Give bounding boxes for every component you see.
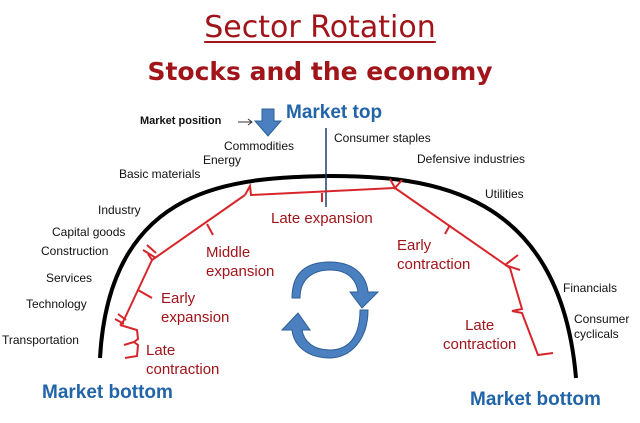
phase-late-contraction-right: Late contraction: [443, 316, 516, 354]
diagram-title: Sector Rotation: [204, 10, 436, 45]
phase-line: Middle: [206, 244, 251, 261]
phase-line: contraction: [443, 336, 517, 353]
phase-early-contraction: Early contraction: [397, 236, 470, 274]
sector-defensive-industries: Defensive industries: [417, 152, 526, 166]
sector-financials: Financials: [563, 281, 618, 295]
sector-industry: Industry: [98, 203, 141, 217]
sector-consumer-cyclicals-line2: cyclicals: [574, 327, 619, 341]
market-arc: [98, 173, 578, 379]
phase-early-expansion: Early expansion: [161, 289, 229, 327]
sector-transportation: Transportation: [2, 333, 79, 347]
phase-middle-expansion: Middle expansion: [206, 243, 274, 281]
sector-utilities: Utilities: [485, 187, 524, 201]
cycle-arrow-bottom: [280, 309, 369, 359]
sector-technology: Technology: [26, 297, 87, 311]
phase-line: contraction: [397, 256, 471, 273]
sector-consumer-cyclicals-line1: Consumer: [574, 312, 630, 326]
phase-late-expansion: Late expansion: [271, 210, 373, 227]
diagram-subtitle: Stocks and the economy: [147, 57, 493, 86]
sector-services: Services: [46, 271, 93, 285]
small-arrow-icon: [238, 118, 253, 126]
phase-line: expansion: [161, 309, 230, 326]
phase-line: Early: [161, 290, 196, 307]
phase-line: Late: [465, 317, 495, 334]
sector-construction: Construction: [41, 244, 109, 258]
market-top-label: Market top: [286, 102, 383, 123]
phase-line: expansion: [206, 263, 275, 280]
sector-energy: Energy: [203, 153, 242, 167]
market-position-arrow-icon: [253, 108, 283, 137]
sector-capital-goods: Capital goods: [52, 225, 126, 239]
phase-brackets: [114, 178, 554, 359]
cycle-arrow-top: [291, 261, 380, 309]
sector-commodities: Commodities: [224, 139, 295, 153]
phase-line: contraction: [146, 361, 220, 378]
phase-late-contraction-left: Late contraction: [146, 341, 219, 379]
sector-consumer-staples: Consumer staples: [334, 131, 431, 145]
phase-line: Late: [146, 342, 176, 359]
market-position-label: Market position: [140, 115, 222, 127]
cycle-arrows-icon: [280, 261, 380, 359]
market-bottom-left-label: Market bottom: [42, 382, 173, 403]
sector-basic-materials: Basic materials: [119, 167, 201, 181]
market-bottom-right-label: Market bottom: [470, 389, 601, 410]
phase-line: Early: [397, 237, 432, 254]
sector-consumer-cyclicals: Consumer cyclicals: [574, 312, 629, 342]
